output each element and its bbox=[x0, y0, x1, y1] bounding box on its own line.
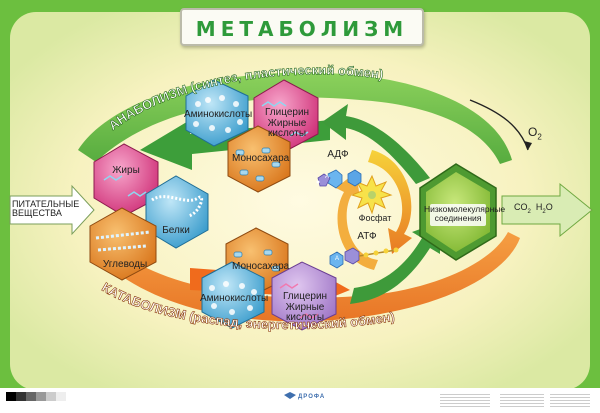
footer-color-scale bbox=[6, 392, 66, 401]
input-label-line-1: ПИТАТЕЛЬНЫЕ bbox=[12, 199, 80, 209]
hex-amino-bottom bbox=[201, 261, 265, 329]
label-mono-bottom: Моносахара bbox=[232, 261, 290, 272]
footer-fineprint-1 bbox=[440, 394, 490, 408]
adp-molecule bbox=[316, 169, 362, 189]
label-glycerol-bottom: Глицерин Жирные кислоты bbox=[274, 291, 336, 324]
input-label: ПИТАТЕЛЬНЫЕ ВЕЩЕСТВА bbox=[12, 199, 80, 219]
o2-symbol: O bbox=[528, 125, 538, 139]
footer-fineprint-3 bbox=[550, 394, 590, 408]
title-plate: МЕТАБОЛИЗМ bbox=[180, 8, 424, 46]
h2o-tail: O bbox=[545, 202, 553, 212]
label-products: CO2 H2O bbox=[514, 202, 553, 215]
co2-subscript: 2 bbox=[527, 208, 531, 215]
input-label-line-2: ВЕЩЕСТВА bbox=[12, 208, 62, 219]
input-arrow bbox=[9, 184, 95, 236]
footer-fineprint-2 bbox=[500, 394, 544, 408]
phosphate-core bbox=[368, 191, 376, 199]
label-amino-top: Аминокислоты bbox=[184, 109, 253, 120]
o2-subscript: 2 bbox=[537, 132, 542, 142]
return-arrow-up bbox=[322, 104, 430, 184]
label-glycerol-bottom-line-1: Глицерин bbox=[282, 291, 328, 302]
label-amino-bottom: Аминокислоты bbox=[200, 293, 269, 304]
label-glycerol-top-line-2: Жирные кислоты bbox=[267, 117, 307, 139]
label-o2: O2 bbox=[528, 126, 542, 142]
label-proteins: Белки bbox=[162, 225, 190, 236]
return-arrow-down bbox=[350, 222, 440, 304]
label-glycerol-top-line-1: Глицерин bbox=[264, 107, 310, 118]
hex-glycerol-bottom bbox=[271, 261, 337, 331]
atp-base-letter: А bbox=[334, 256, 339, 262]
atp-molecule bbox=[329, 247, 399, 269]
atp-cycle-left bbox=[336, 172, 378, 270]
hex-fats bbox=[93, 143, 159, 217]
label-carbs: Углеводы bbox=[102, 259, 148, 270]
hex-amino-top bbox=[185, 79, 249, 147]
h2o-subscript: 2 bbox=[542, 208, 546, 215]
h2o-symbol: H bbox=[535, 202, 543, 212]
hex-mono-top bbox=[227, 125, 291, 193]
label-phosphate: Фосфат bbox=[358, 213, 392, 223]
co2-symbol: CO bbox=[514, 202, 528, 212]
label-mono-top: Моносахара bbox=[232, 153, 290, 164]
adp-base-letter: А bbox=[324, 174, 329, 180]
atp-cycle-right bbox=[368, 150, 412, 254]
hex-carbs bbox=[89, 207, 157, 281]
output-arrow bbox=[501, 182, 593, 238]
publisher-logo-mark bbox=[284, 392, 296, 399]
hex-low-molecular bbox=[419, 163, 497, 261]
label-low-molecular-line-2: соединения bbox=[434, 212, 482, 223]
page-title: МЕТАБОЛИЗМ bbox=[195, 17, 409, 41]
label-fats: Жиры bbox=[112, 165, 140, 176]
label-glycerol-bottom-line-2: Жирные кислоты bbox=[285, 301, 325, 323]
label-glycerol-top: Глицерин Жирные кислоты bbox=[256, 107, 318, 140]
label-low-molecular: Низкомолекулярные соединения bbox=[424, 204, 506, 223]
label-atp: АТФ bbox=[357, 231, 377, 242]
label-low-molecular-line-1: Низкомолекулярные bbox=[424, 204, 506, 214]
label-adp: АДФ bbox=[327, 149, 349, 160]
publisher-name: ДРОФА bbox=[298, 394, 326, 400]
